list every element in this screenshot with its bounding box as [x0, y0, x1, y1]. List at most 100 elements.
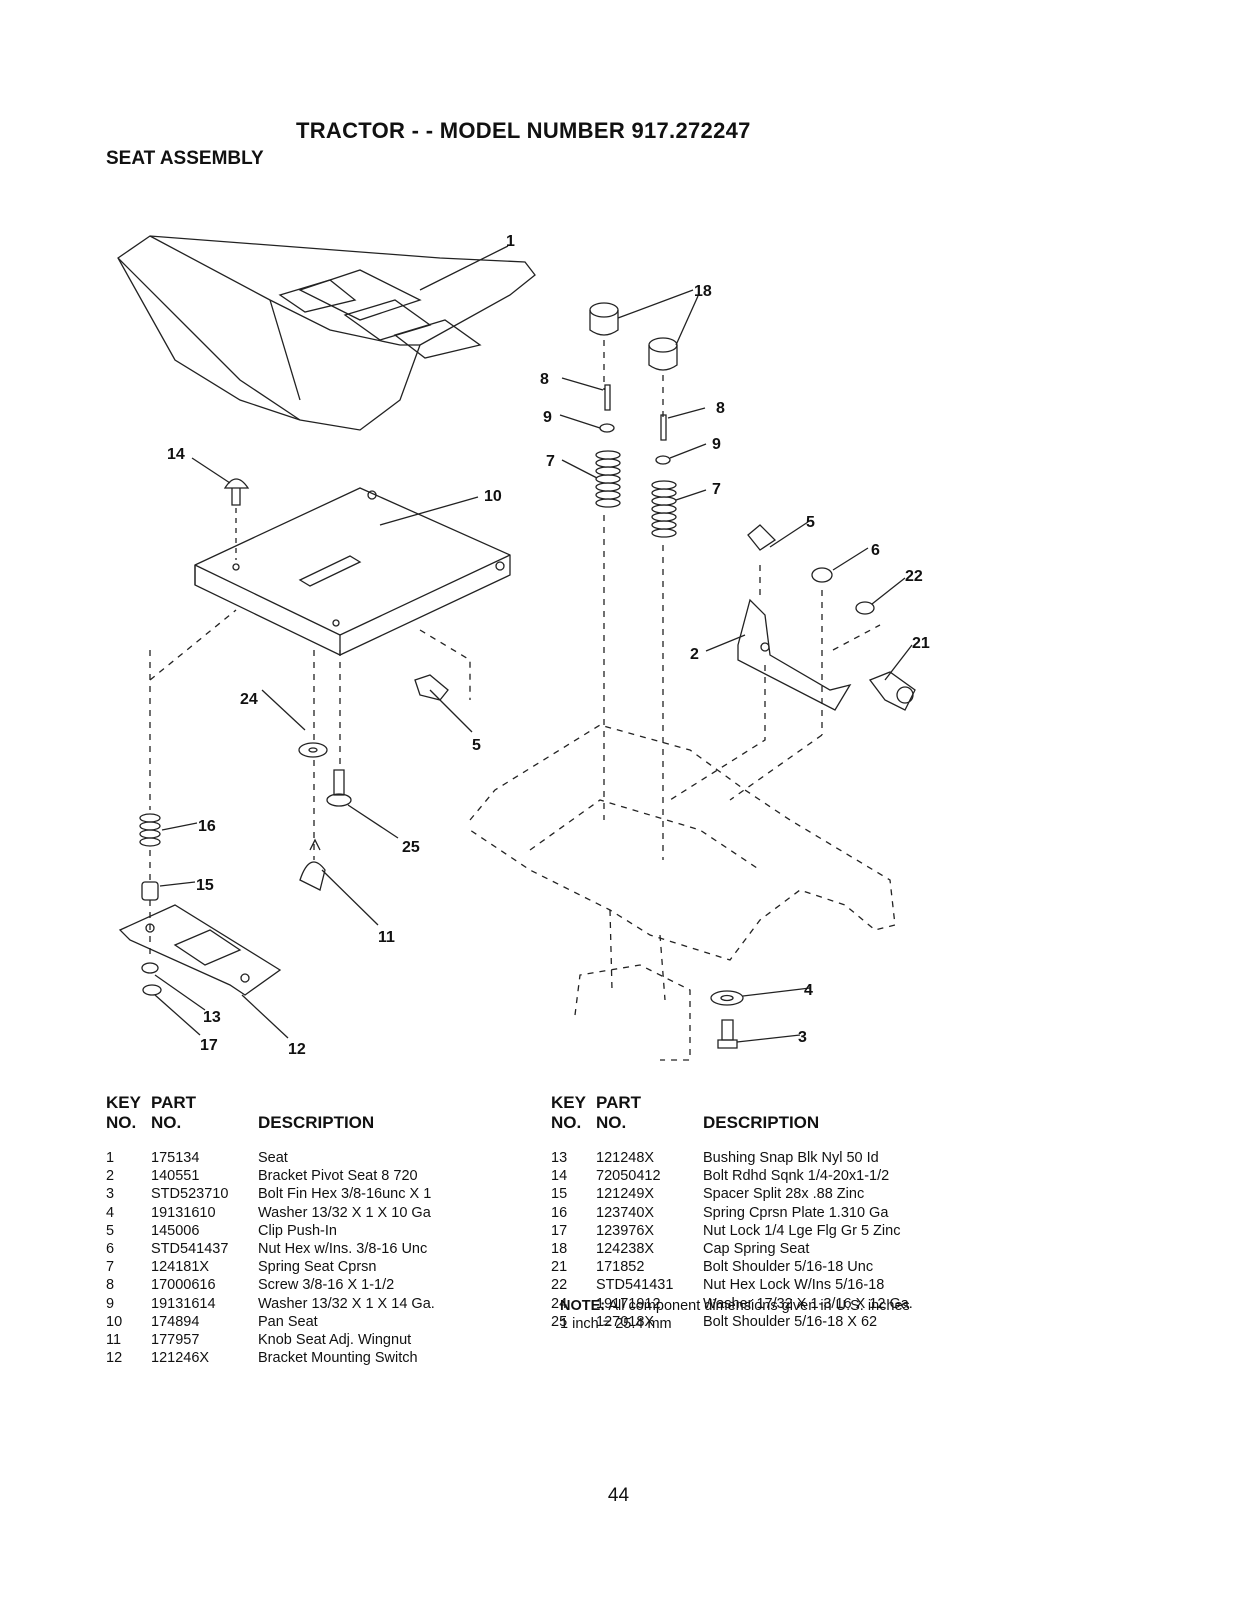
part-description: Bracket Pivot Seat 8 720: [258, 1168, 418, 1185]
key-number: 5: [106, 1222, 115, 1239]
callout-8: 8: [540, 371, 549, 388]
callout-2: 2: [690, 646, 699, 663]
key-number: 9: [106, 1295, 115, 1312]
part-description: Nut Hex w/Ins. 3/8-16 Unc: [258, 1241, 428, 1257]
part-description: Knob Seat Adj. Wingnut: [258, 1332, 412, 1348]
part-description: Bolt Shoulder 5/16-18 Unc: [703, 1259, 874, 1276]
callout-18: 18: [694, 283, 712, 300]
note-conversion: 1 inch = 25.4 mm: [560, 1316, 672, 1332]
callout-4: 4: [804, 982, 813, 999]
part-number: 19131614: [151, 1295, 216, 1312]
section-title: SEAT ASSEMBLY: [106, 148, 264, 169]
header-part-no: NO.: [596, 1113, 627, 1132]
switch-bracket-drawing: [118, 904, 282, 996]
part-description: Washer 17/32 X 1-3/16 X 12 Ga.: [703, 1295, 913, 1312]
callout-16: 16: [198, 818, 216, 835]
part-number: 19131610: [151, 1204, 216, 1221]
key-number: 3: [106, 1186, 115, 1203]
key-number: 8: [106, 1277, 115, 1294]
part-number: 123740X: [596, 1204, 655, 1221]
part-number: STD541431: [596, 1277, 674, 1294]
callout-24: 24: [240, 691, 258, 708]
key-number: 22: [551, 1277, 568, 1294]
spring-7-left-drawing: [595, 450, 621, 508]
key-number: 16: [551, 1204, 568, 1221]
key-number: 25: [551, 1313, 568, 1330]
part-description: Nut Lock 1/4 Lge Flg Gr 5 Zinc: [703, 1222, 901, 1239]
part-description: Screw 3/8-16 X 1-1/2: [258, 1277, 395, 1294]
tractor-frame-drawing: [469, 724, 896, 1061]
callout-labels: 1 18 8 9 7 8 9 7 14 10 5 6 22 2 21 24 5 …: [167, 233, 930, 1058]
header-part: PART: [596, 1093, 642, 1112]
part-number: 19171912: [596, 1295, 661, 1312]
key-number: 14: [551, 1168, 568, 1185]
part-description: Washer 13/32 X 1 X 14 Ga.: [258, 1295, 435, 1312]
callout-8: 8: [716, 400, 725, 417]
dimensions-note: NOTE: All component dimensions given in …: [560, 1297, 910, 1333]
callout-22: 22: [905, 568, 923, 585]
part-number: 140551: [151, 1168, 200, 1185]
callout-1: 1: [506, 233, 515, 250]
callout-7: 7: [712, 481, 721, 498]
callout-12: 12: [288, 1041, 306, 1058]
callout-7: 7: [546, 453, 555, 470]
key-number: 6: [106, 1241, 115, 1257]
spring-16-drawing: [139, 813, 161, 847]
part-number: 121246X: [151, 1350, 210, 1367]
key-number: 1: [106, 1150, 115, 1166]
header-no: NO.: [551, 1113, 582, 1132]
header-key: KEY: [551, 1093, 586, 1112]
leader-lines: [154, 245, 913, 1043]
part-number: 175134: [151, 1150, 200, 1166]
part-number: 72050412: [596, 1168, 661, 1185]
part-number: 121248X: [596, 1150, 655, 1166]
part-number: STD541437: [151, 1241, 229, 1257]
part-number: 171852: [596, 1259, 645, 1276]
header-no: NO.: [106, 1113, 137, 1132]
callout-14: 14: [167, 446, 185, 463]
key-number: 7: [106, 1259, 115, 1276]
part-number: 17000616: [151, 1277, 216, 1294]
pan-seat-drawing: [194, 487, 511, 656]
key-number: 12: [106, 1350, 123, 1367]
callout-13: 13: [203, 1009, 221, 1026]
part-description: Bolt Fin Hex 3/8-16unc X 1: [258, 1186, 432, 1203]
callout-5: 5: [806, 514, 815, 531]
callout-21: 21: [912, 635, 930, 652]
part-description: Cap Spring Seat: [703, 1241, 810, 1257]
key-number: 4: [106, 1204, 115, 1221]
key-number: 18: [551, 1241, 568, 1257]
note-label: NOTE:: [560, 1298, 606, 1314]
spacer-15-drawing: [141, 881, 159, 901]
callout-17: 17: [200, 1037, 218, 1054]
spring-7-right-drawing: [651, 480, 677, 538]
key-number: 2: [106, 1168, 115, 1185]
part-description: Bushing Snap Blk Nyl 50 Id: [703, 1150, 879, 1166]
part-description: Spring Cprsn Plate 1.310 Ga: [703, 1204, 889, 1221]
key-number: 21: [551, 1259, 568, 1276]
part-description: Spacer Split 28x .88 Zinc: [703, 1186, 865, 1203]
callout-3: 3: [798, 1029, 807, 1046]
part-number: 123976X: [596, 1222, 655, 1239]
key-number: 15: [551, 1186, 568, 1203]
header-key: KEY: [106, 1093, 141, 1112]
exploded-parts-diagram: 1 18 8 9 7 8 9 7 14 10 5 6 22 2 21 24 5 …: [117, 233, 930, 1061]
part-description: Bracket Mounting Switch: [258, 1350, 418, 1367]
part-description: Bolt Shoulder 5/16-18 X 62: [703, 1313, 878, 1330]
part-description: Spring Seat Cprsn: [258, 1259, 377, 1276]
key-number: 13: [551, 1150, 568, 1166]
parts-table-right: KEY PART NO. NO. DESCRIPTION 13 121248X Bu…: [551, 1093, 971, 1329]
seat-drawing: [117, 235, 536, 431]
part-number: 174894: [151, 1313, 200, 1330]
part-description: Seat: [258, 1150, 288, 1166]
callout-15: 15: [196, 877, 214, 894]
callout-11: 11: [378, 929, 395, 946]
part-description: Bolt Rdhd Sqnk 1/4-20x1-1/2: [703, 1168, 890, 1185]
part-number: 145006: [151, 1222, 200, 1239]
part-number: 121249X: [596, 1186, 655, 1203]
header-part-no: NO.: [151, 1113, 182, 1132]
key-number: 17: [551, 1222, 568, 1239]
header-description: DESCRIPTION: [703, 1113, 820, 1132]
part-number: 124181X: [151, 1259, 210, 1276]
